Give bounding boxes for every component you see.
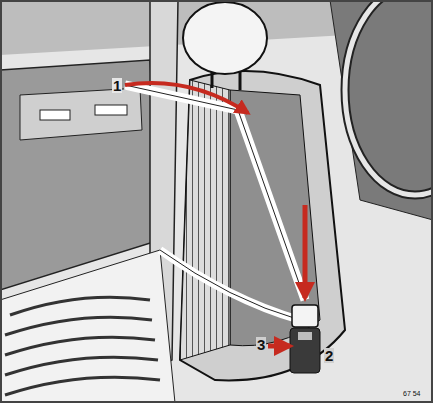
belt-webbing bbox=[125, 85, 305, 300]
belt-edge bbox=[125, 85, 305, 300]
belt-tongue bbox=[292, 305, 318, 327]
steering-wheel bbox=[345, 0, 433, 195]
seat-cushion-side bbox=[0, 250, 175, 403]
belt-buckle bbox=[290, 328, 320, 373]
lap-belt-edge bbox=[160, 250, 300, 320]
headrest-post bbox=[239, 72, 242, 90]
steering-wheel-rim bbox=[345, 0, 433, 195]
door-trim bbox=[20, 88, 142, 140]
headrest bbox=[183, 2, 267, 74]
figure-code: 67 54 bbox=[402, 390, 422, 397]
door-handle bbox=[95, 105, 127, 115]
seat-back bbox=[180, 71, 345, 380]
door-panel bbox=[0, 60, 160, 290]
door-handle bbox=[40, 110, 70, 120]
motion-arrow bbox=[125, 83, 248, 113]
lap-belt bbox=[160, 250, 300, 320]
headrest-post bbox=[211, 72, 214, 88]
callout-number: 1 bbox=[112, 78, 122, 93]
cushion-ribs bbox=[5, 297, 160, 395]
seat-side-bolster bbox=[180, 80, 230, 360]
callout-number: 2 bbox=[324, 348, 334, 363]
buckle-button bbox=[298, 332, 312, 340]
motion-arrow bbox=[268, 344, 290, 349]
motion-arrow bbox=[303, 205, 308, 298]
callout-number: 3 bbox=[256, 337, 266, 352]
